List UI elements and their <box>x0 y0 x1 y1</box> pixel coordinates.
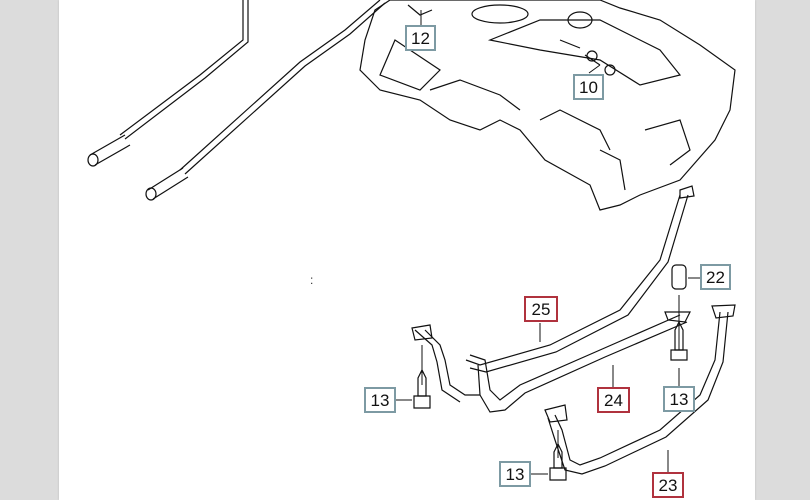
leader-lines <box>396 10 700 475</box>
stray-mark: : <box>310 273 314 287</box>
bolts-and-spacer <box>413 264 688 481</box>
callout-12[interactable]: 12 <box>405 25 436 51</box>
callout-13[interactable]: 13 <box>663 386 695 412</box>
callout-10[interactable]: 10 <box>573 74 604 100</box>
fuel-tank <box>359 0 736 211</box>
callout-13[interactable]: 13 <box>499 461 531 487</box>
document-page <box>59 0 755 500</box>
callout-22[interactable]: 22 <box>700 264 731 290</box>
callout-25[interactable]: 25 <box>524 296 558 322</box>
callout-23[interactable]: 23 <box>652 472 684 498</box>
callout-24[interactable]: 24 <box>597 387 630 413</box>
tank-straps <box>411 185 736 475</box>
callout-13[interactable]: 13 <box>364 387 396 413</box>
fuel-line-pipes <box>87 0 386 201</box>
